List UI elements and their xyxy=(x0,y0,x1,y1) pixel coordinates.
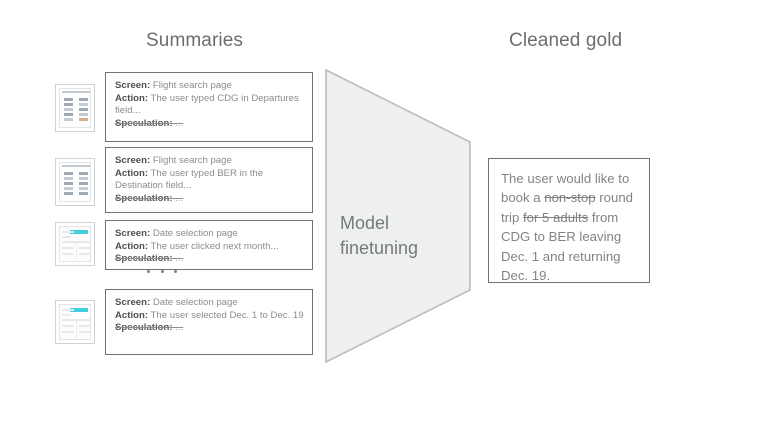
summary-speculation-line: Speculation: ... xyxy=(115,193,304,206)
gold-part-1: The user would like to book a xyxy=(501,171,630,206)
thumbnail-image-3 xyxy=(59,226,91,262)
action-label: Action: xyxy=(115,240,149,252)
ellipsis-dot xyxy=(174,270,177,273)
summary-card: Screen: Date selection page Action: The … xyxy=(105,289,313,355)
action-label: Action: xyxy=(115,309,149,321)
ellipsis-dot xyxy=(160,270,164,273)
screen-label: Screen: xyxy=(115,228,151,239)
thumbnail-image-4 xyxy=(59,304,91,340)
column-title-summaries: Summaries xyxy=(146,30,243,51)
summary-action-line: Action: The user typed BER in the Destin… xyxy=(115,168,304,193)
model-finetuning-funnel xyxy=(322,68,474,364)
thumbnail-image-1 xyxy=(59,88,91,128)
cyan-header-bar xyxy=(70,230,88,234)
screen-label: Screen: xyxy=(115,297,151,308)
screenshot-thumbnail-3 xyxy=(55,222,95,266)
speculation-value: ... xyxy=(172,253,184,265)
action-label: Action: xyxy=(115,167,149,179)
action-label: Action: xyxy=(115,92,149,104)
screen-value: Date selection page xyxy=(150,297,238,308)
action-value: The user clicked next month... xyxy=(148,240,279,252)
cleaned-gold-text: The user would like to book a non-stop r… xyxy=(501,169,639,285)
screenshot-thumbnail-2 xyxy=(55,158,95,206)
funnel-label: Model finetuning xyxy=(340,213,419,258)
speculation-label: Speculation: xyxy=(115,322,173,334)
summary-screen-line: Screen: Flight search page xyxy=(115,80,304,93)
summary-screen-line: Screen: Flight search page xyxy=(115,155,304,168)
funnel-shape xyxy=(325,68,471,364)
action-value: The user selected Dec. 1 to Dec. 19 xyxy=(148,309,304,321)
action-value: The user typed CDG in Departures field..… xyxy=(115,92,299,117)
summary-screen-line: Screen: Date selection page xyxy=(115,297,304,310)
summary-speculation-line: Speculation: ... xyxy=(115,118,304,131)
screen-value: Date selection page xyxy=(150,228,238,239)
thumbnail-image-2 xyxy=(59,162,91,202)
summary-screen-line: Screen: Date selection page xyxy=(115,228,304,241)
column-title-cleaned-gold: Cleaned gold xyxy=(509,30,623,51)
funnel-polygon xyxy=(325,68,471,364)
screen-value: Flight search page xyxy=(150,80,232,91)
gold-part-2: round trip xyxy=(501,190,633,225)
screenshot-thumbnail-1 xyxy=(55,84,95,132)
speculation-value: ... xyxy=(172,117,184,129)
screen-value: Flight search page xyxy=(150,155,232,166)
summary-speculation-line: Speculation: ... xyxy=(115,253,304,266)
cleaned-gold-box: The user would like to book a non-stop r… xyxy=(488,158,650,283)
speculation-label: Speculation: xyxy=(115,117,173,129)
speculation-label: Speculation: xyxy=(115,192,173,204)
summary-speculation-line: Speculation: ... xyxy=(115,322,304,335)
summary-action-line: Action: The user selected Dec. 1 to Dec.… xyxy=(115,310,304,323)
speculation-value: ... xyxy=(172,322,184,334)
screen-label: Screen: xyxy=(115,80,151,91)
speculation-label: Speculation: xyxy=(115,253,173,265)
screen-label: Screen: xyxy=(115,155,151,166)
gold-struck-for-5-adults: for 5 adults xyxy=(522,209,589,225)
screenshot-thumbnail-4 xyxy=(55,300,95,344)
gold-struck-non-stop: non-stop xyxy=(544,190,596,206)
summary-action-line: Action: The user clicked next month... xyxy=(115,241,304,254)
ellipsis-dot xyxy=(147,270,150,273)
summary-card: Screen: Flight search page Action: The u… xyxy=(105,147,313,213)
ellipsis-indicator xyxy=(147,270,177,273)
summary-card: Screen: Flight search page Action: The u… xyxy=(105,72,313,142)
speculation-value: ... xyxy=(172,192,184,204)
cyan-header-bar xyxy=(70,308,88,312)
gold-part-3: from CDG to BER leaving Dec. 1 and retur… xyxy=(501,209,622,284)
summary-card: Screen: Date selection page Action: The … xyxy=(105,220,313,270)
action-value: The user typed BER in the Destination fi… xyxy=(115,167,264,192)
summary-action-line: Action: The user typed CDG in Departures… xyxy=(115,93,304,118)
